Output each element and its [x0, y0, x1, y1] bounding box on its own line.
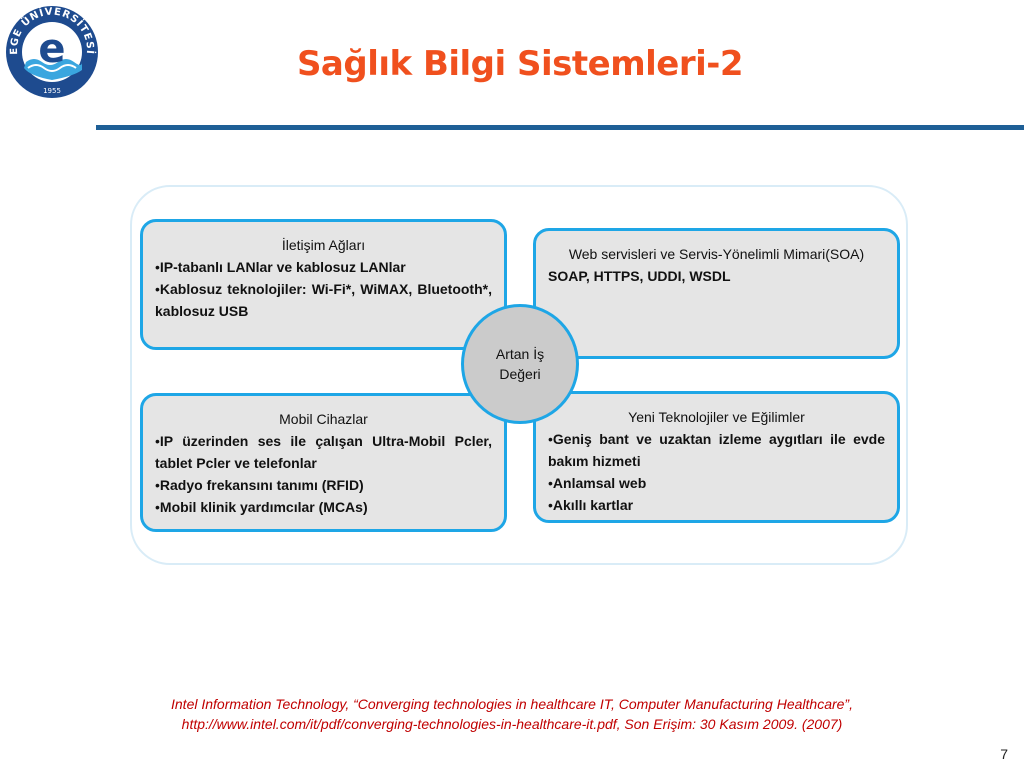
line-text: IP üzerinden ses ile çalışan Ultra-Mobil…	[155, 433, 492, 471]
center-line: Değeri	[499, 366, 541, 382]
line-text: Anlamsal web	[552, 475, 647, 491]
box-line: •Radyo frekansını tanımı (RFID)	[155, 474, 492, 496]
page-number: 7	[1000, 746, 1008, 762]
line-text: Akıllı kartlar	[552, 497, 634, 513]
line-text: SOAP, HTTPS, UDDI, WSDL	[548, 268, 731, 284]
box-new-technologies: Yeni Teknolojiler ve Eğilimler •Geniş ba…	[533, 391, 900, 523]
box-line: •Kablosuz teknolojiler: Wi-Fi*, WiMAX, B…	[155, 278, 492, 322]
line-text: Kablosuz teknolojiler: Wi-Fi*, WiMAX, Bl…	[155, 281, 492, 319]
line-text: Mobil klinik yardımcılar (MCAs)	[159, 499, 368, 515]
box-line: •IP-tabanlı LANlar ve kablosuz LANlar	[155, 256, 492, 278]
bullet: •	[155, 433, 160, 449]
box-communication-networks: İletişim Ağları •IP-tabanlı LANlar ve ka…	[140, 219, 507, 350]
slide-title: Sağlık Bilgi Sistemleri-2	[296, 44, 744, 84]
box-line: •Mobil klinik yardımcılar (MCAs)	[155, 496, 492, 518]
center-business-value: Artan İş Değeri	[461, 304, 579, 424]
title-divider	[96, 125, 1024, 130]
bullet: •	[155, 477, 160, 493]
box-line: •Anlamsal web	[548, 472, 885, 494]
box-line: SOAP, HTTPS, UDDI, WSDL	[548, 265, 885, 287]
box-heading: İletişim Ağları	[281, 237, 366, 253]
logo-letter: e	[38, 26, 65, 72]
bullet: •	[155, 499, 160, 515]
box-heading: Yeni Teknolojiler ve Eğilimler	[628, 409, 805, 425]
reference-citation: Intel Information Technology, “Convergin…	[60, 694, 964, 734]
bullet: •	[155, 259, 160, 275]
logo-year: 1955	[43, 87, 61, 95]
university-logo: e EGE ÜNİVERSİTESİ 1955	[4, 4, 100, 100]
reference-line: Intel Information Technology, “Convergin…	[171, 696, 853, 712]
box-heading: Mobil Cihazlar	[279, 411, 368, 427]
box-heading: Web servisleri ve Servis-Yönelimli Mimar…	[568, 246, 865, 262]
box-mobile-devices: Mobil Cihazlar •IP üzerinden ses ile çal…	[140, 393, 507, 532]
bullet: •	[548, 497, 553, 513]
line-text: Geniş bant ve uzaktan izleme aygıtları i…	[548, 431, 885, 469]
bullet: •	[548, 431, 553, 447]
line-text: Radyo frekansını tanımı (RFID)	[159, 477, 364, 493]
center-line: Artan İş	[495, 346, 545, 362]
box-line: •IP üzerinden ses ile çalışan Ultra-Mobi…	[155, 430, 492, 474]
box-line: •Akıllı kartlar	[548, 494, 885, 516]
box-line: •Geniş bant ve uzaktan izleme aygıtları …	[548, 428, 885, 472]
bullet: •	[155, 281, 160, 297]
bullet: •	[548, 475, 553, 491]
reference-line: http://www.intel.com/it/pdf/converging-t…	[181, 716, 843, 732]
box-web-services: Web servisleri ve Servis-Yönelimli Mimar…	[533, 228, 900, 359]
line-text: IP-tabanlı LANlar ve kablosuz LANlar	[159, 259, 406, 275]
